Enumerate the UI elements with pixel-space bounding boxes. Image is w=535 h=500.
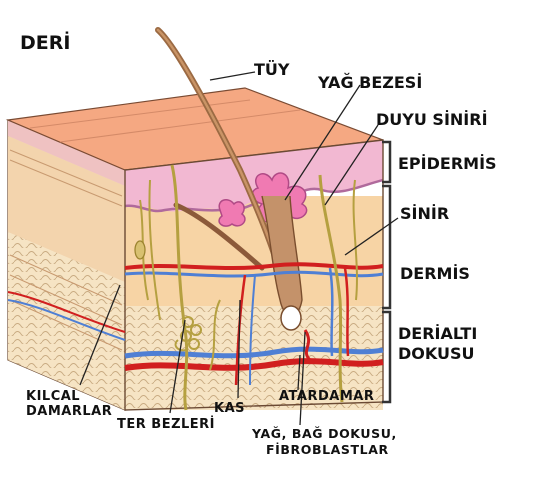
label-sweat-glands: TER BEZLERİ [117,417,216,432]
label-nerve: SİNİR [400,204,450,223]
label-sebaceous-gland: YAĞ BEZESİ [318,73,423,92]
label-subcutis-line2: DOKUSU [398,344,475,363]
label-fat-connective-line1: YAĞ, BAĞ DOKUSU, [252,426,397,441]
label-capillaries-line2: DAMARLAR [26,404,113,419]
hair-bulb [280,305,302,331]
label-sensory-nerve: DUYU SİNİRİ [376,110,488,129]
label-dermis: DERMİS [400,264,470,283]
label-fat-connective-line2: FİBROBLASTLAR [266,442,389,457]
label-artery: ATARDAMAR [279,389,375,404]
arrector-muscle [173,202,265,271]
label-epidermis: EPİDERMİS [398,154,497,173]
label-muscle: KAS [214,401,245,416]
leader-lines [79,71,399,426]
layer-brackets [382,140,392,404]
block-left-face [7,119,126,411]
blood-vessels [7,262,384,386]
label-capillaries-line1: KILCAL [26,389,81,404]
sweat-glands [134,179,202,352]
epidermis-layer [125,140,383,212]
label-subcutis-line1: DERİALTI [398,324,478,343]
diagram-title: DERİ [20,32,71,54]
label-hair: TÜY [254,60,290,79]
